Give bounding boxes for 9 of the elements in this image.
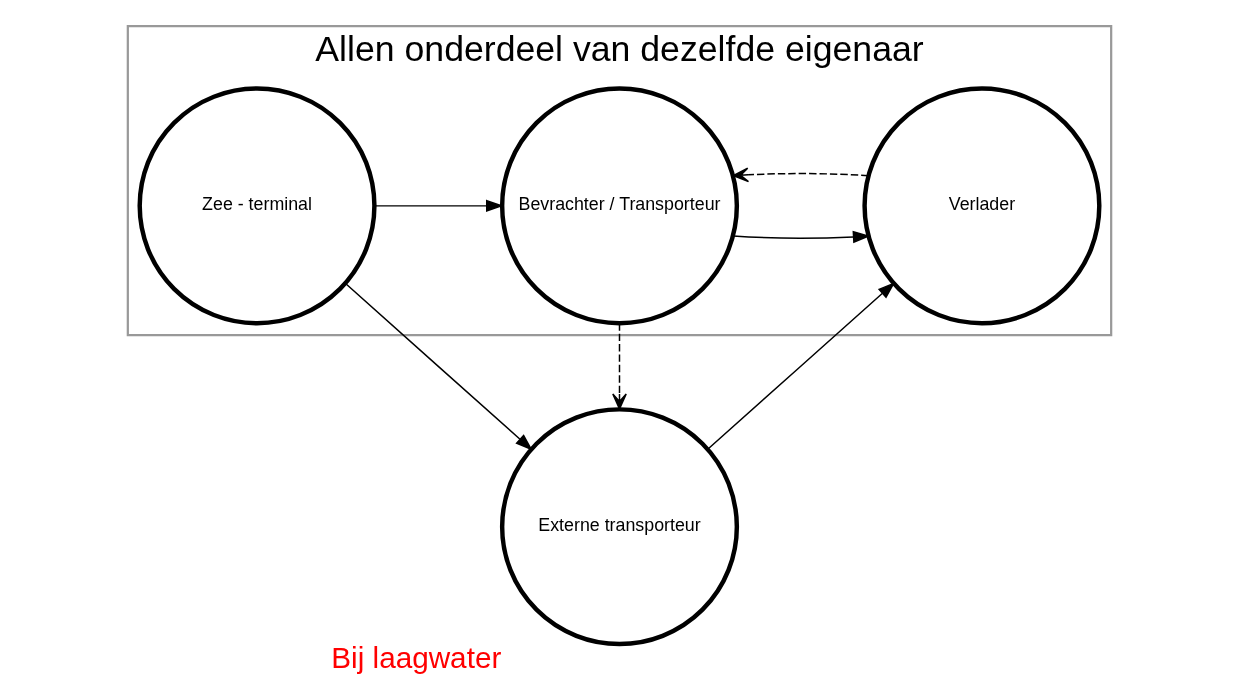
arrow	[732, 167, 870, 183]
arrow	[344, 282, 533, 451]
arrow	[707, 281, 896, 450]
node-label: Bij laagwater	[331, 640, 502, 674]
node-circle: Bevrachter / Transporteur	[499, 86, 740, 326]
node-circle: Zee - terminal	[137, 86, 377, 326]
node-circle: Externe transporteur	[499, 407, 740, 647]
node-circle: Verlader	[862, 86, 1102, 326]
arrow	[612, 322, 627, 410]
